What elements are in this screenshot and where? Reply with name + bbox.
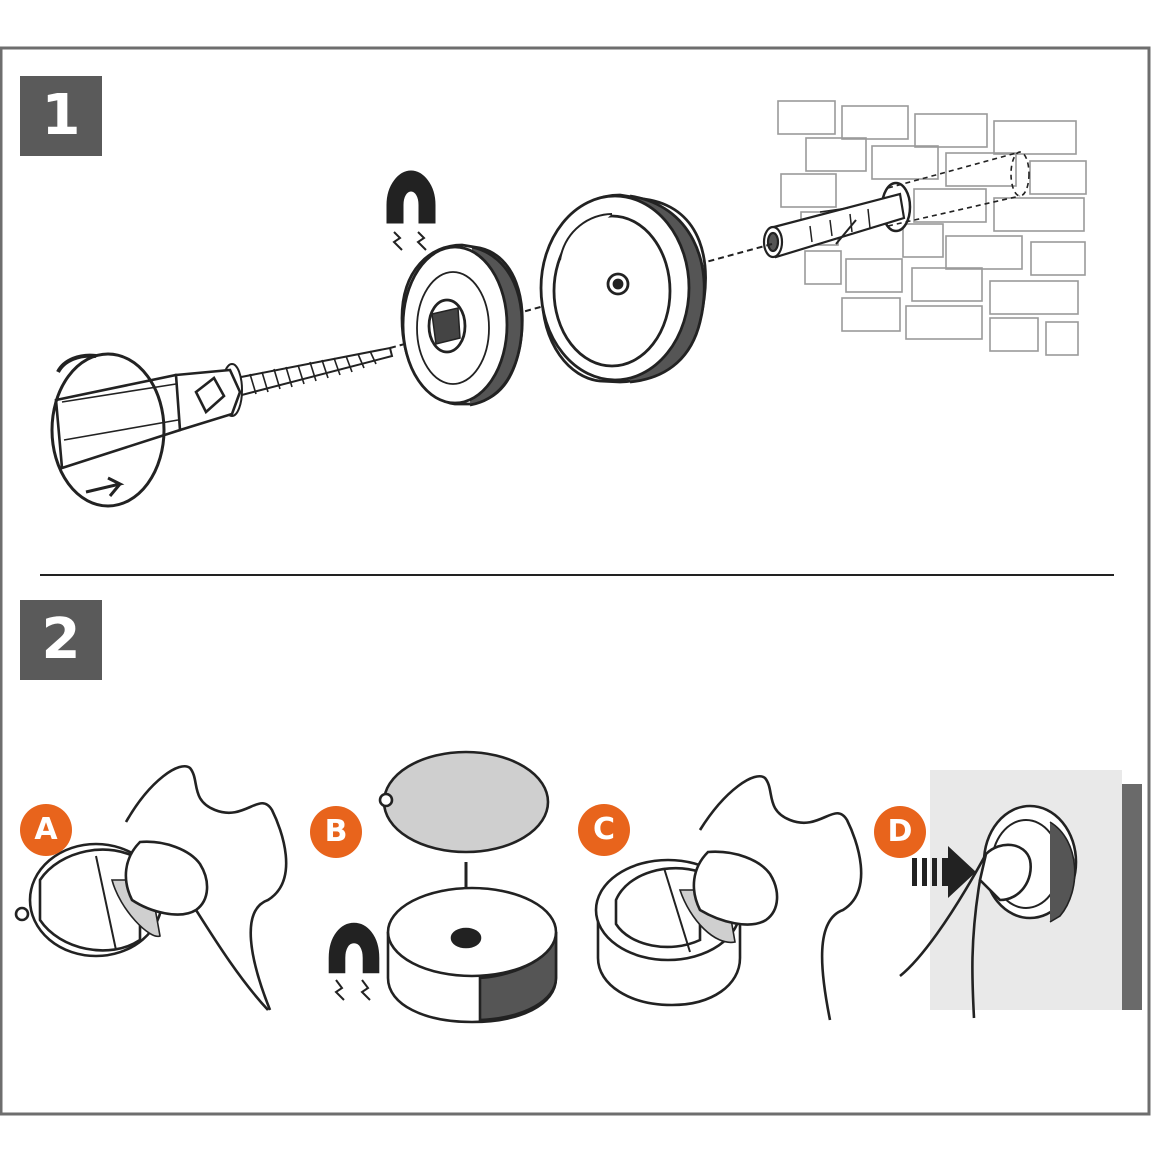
step-2-badge: 2	[20, 600, 102, 680]
push-arrow-icon	[912, 846, 976, 898]
wall-plug-icon	[762, 192, 906, 259]
wall-hole	[880, 151, 1030, 233]
substep-a-art	[14, 765, 288, 1011]
screwdriver-icon	[50, 352, 242, 508]
substep-b-art	[328, 750, 558, 1024]
magnet-icon	[386, 170, 436, 251]
substep-d-badge: D	[874, 806, 926, 858]
substep-c-art	[594, 775, 863, 1021]
screw-icon	[221, 346, 394, 417]
wall-cup	[539, 193, 707, 384]
step-1-badge: 1	[20, 76, 102, 156]
substep-c-badge: C	[578, 804, 630, 856]
outer-frame	[0, 46, 1151, 1116]
magnet-disc	[400, 243, 524, 407]
magnet-icon	[328, 922, 380, 974]
substep-a-badge: A	[20, 804, 72, 856]
substep-b-badge: B	[310, 806, 362, 858]
substep-d-art	[899, 770, 1142, 1019]
